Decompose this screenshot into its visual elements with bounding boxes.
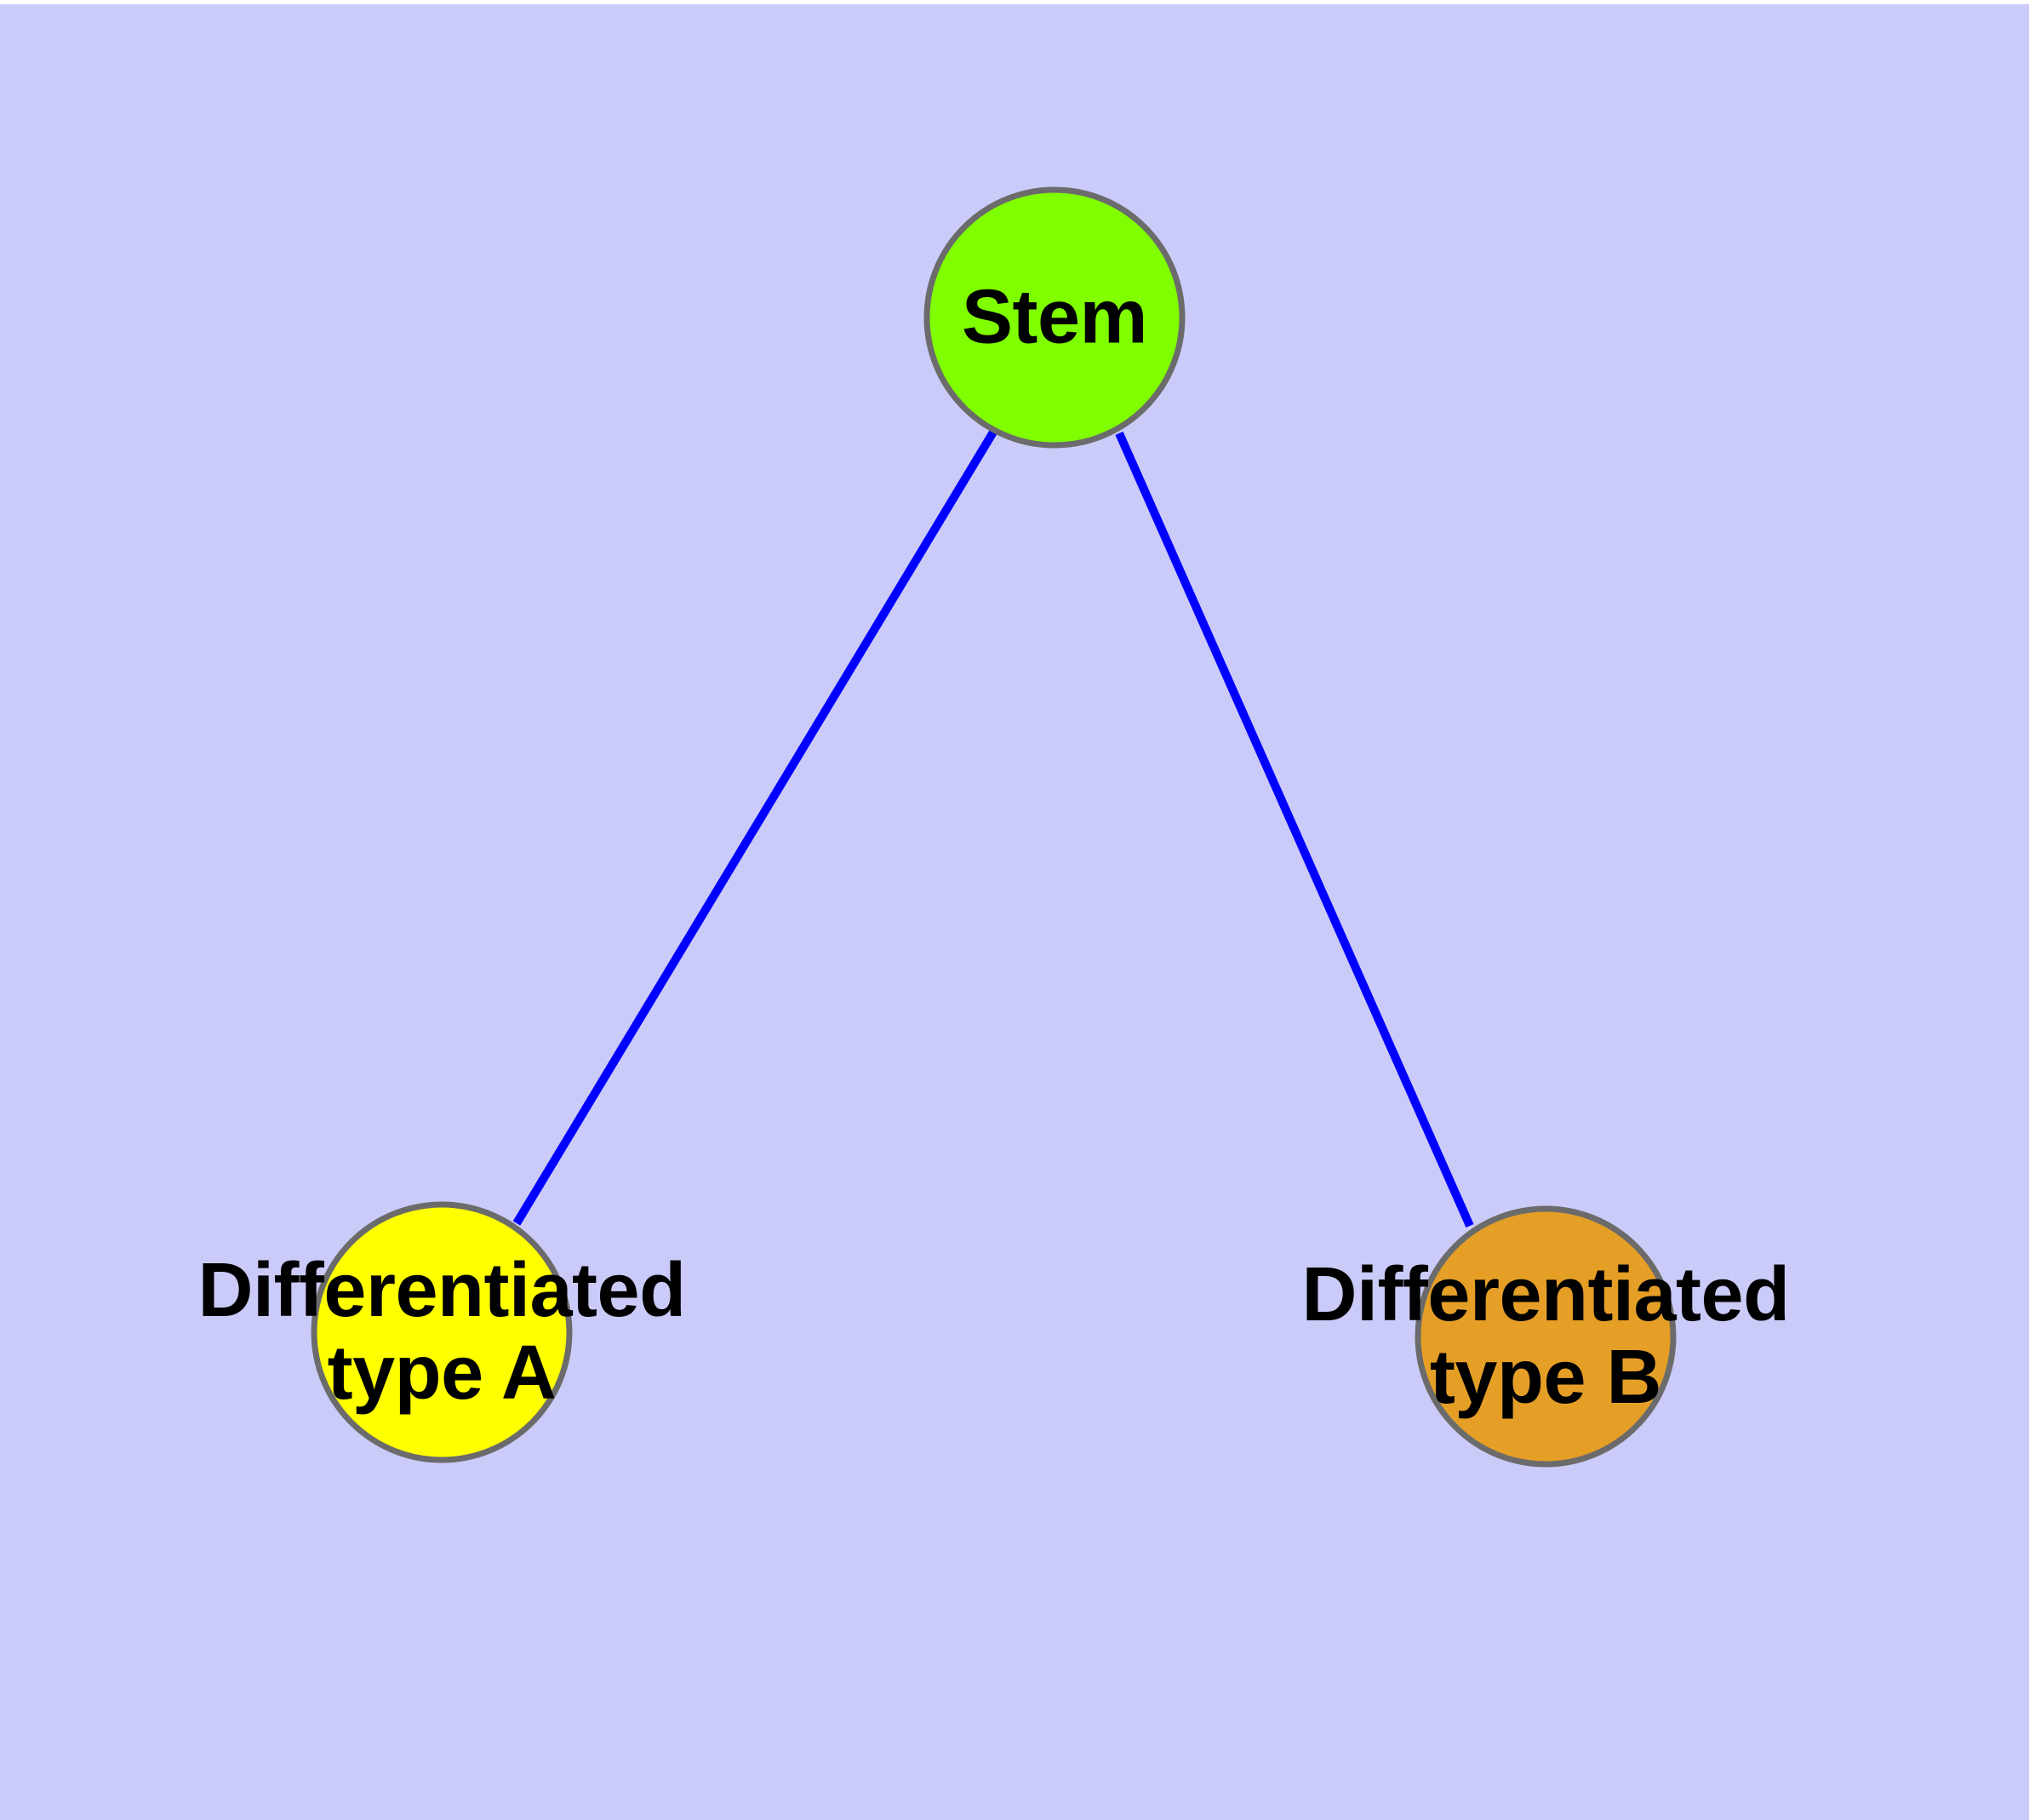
graph-node-diff-b[interactable]: [1415, 1205, 1677, 1468]
node-layer: [311, 186, 1677, 1468]
graph-node-stem[interactable]: [923, 186, 1186, 449]
graph-edge-stem-to-b[interactable]: [1115, 431, 1474, 1228]
graph-node-diff-a[interactable]: [311, 1201, 573, 1463]
edge-layer: [512, 428, 1474, 1228]
graph-edge-stem-to-a[interactable]: [512, 428, 998, 1226]
